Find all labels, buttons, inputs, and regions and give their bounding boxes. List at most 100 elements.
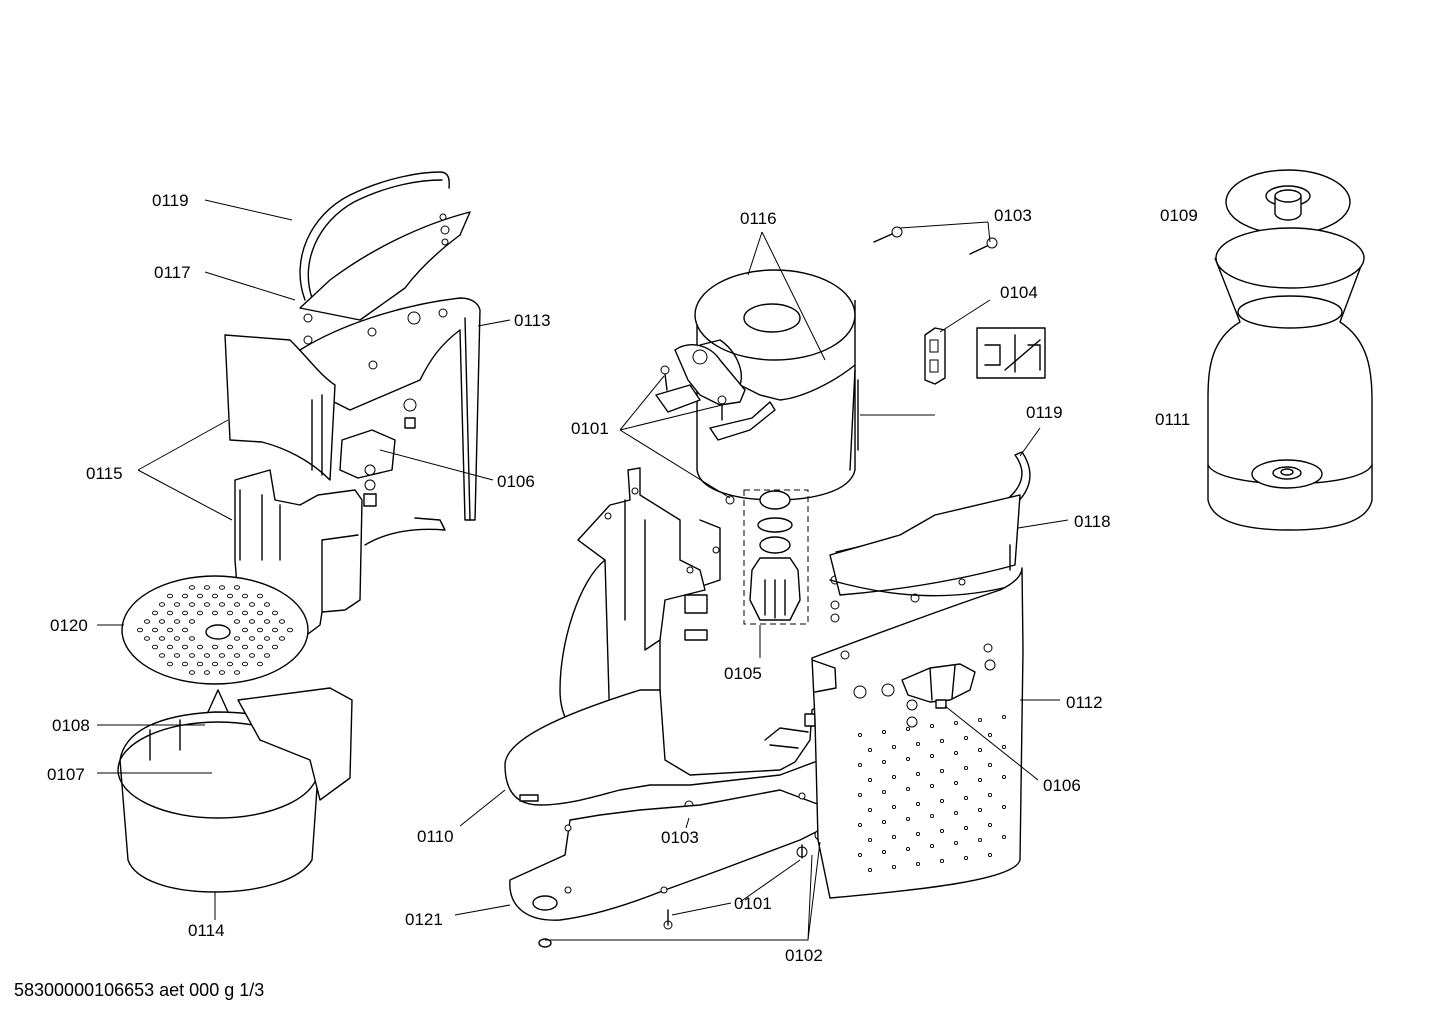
filter-hole [241,644,249,650]
filter-hole [181,644,189,650]
label-0108: 0108 [52,716,90,735]
right-tank-assembly [811,451,1031,899]
label-0109: 0109 [1160,206,1198,225]
filter-hole [203,602,211,607]
label-0101-top: 0101 [571,419,609,438]
filter-hole [173,602,181,607]
filter-hole [233,619,241,624]
filter-hole [151,627,159,633]
filter-hole [241,661,249,667]
filter-hole [263,602,271,607]
tank-perforation [939,828,945,834]
filter-hole [241,610,249,616]
filter-hole [211,661,219,667]
filter-hole [278,636,286,641]
filter-hole [181,610,189,616]
filter-hole [166,644,174,650]
tank-perforation [881,819,887,825]
filter-hole [196,661,204,667]
tank-perforation [963,795,969,801]
filter-hole [196,644,204,650]
filter-hole [256,661,264,667]
filter-hole [278,619,286,624]
tank-perforation [1001,834,1007,840]
tank-perforation [905,756,911,762]
tank-perforation [867,777,873,783]
part-0117-lid-plate [299,211,471,321]
label-0103-bottom: 0103 [661,828,699,847]
filter-hole [241,627,249,633]
filter-hole [203,653,211,658]
label-0112: 0112 [1066,693,1103,712]
filter-hole [158,636,166,641]
filter-hole [248,602,256,607]
label-0114: 0114 [188,921,225,940]
tank-perforation [1001,744,1007,750]
tank-perforation [953,720,959,726]
tank-perforation [987,792,993,798]
part-0111-carafe [1207,227,1373,531]
tank-perforation [857,852,863,858]
filter-hole [226,610,234,616]
part-0120-filter-disc [121,575,309,685]
tank-perforation [915,771,921,777]
tank-perforation [1001,714,1007,720]
tank-perforation [987,762,993,768]
part-labels: 0119 0117 0113 0115 0106 0120 0108 0107 … [47,191,1198,965]
part-0112-perforated-tank [811,567,1024,899]
filter-hole [233,670,241,675]
tank-perforation [881,729,887,735]
filter-hole [211,644,219,650]
tank-perforation [891,774,897,780]
filter-hole [256,644,264,650]
tank-perforation [963,855,969,861]
switch-symbol-icon [976,327,1046,379]
filter-hole [173,636,181,641]
tank-perforation [1001,804,1007,810]
document-id: 58300000106653 aet 000 g 1/3 [14,980,265,1000]
left-assembly [117,171,481,893]
filter-hole [151,644,159,650]
tank-perforation [953,780,959,786]
label-0103-top: 0103 [994,206,1032,225]
label-0117: 0117 [154,263,191,282]
tank-perforation [963,825,969,831]
filter-hole [233,602,241,607]
filter-hole [211,610,219,616]
part-0115-back-panel [224,334,336,481]
label-0110: 0110 [417,827,454,846]
screw-0103-top [873,226,998,255]
tank-perforation [987,732,993,738]
filter-hole [188,619,196,624]
tank-perforation [905,726,911,732]
label-0106-left: 0106 [497,472,535,491]
tank-perforation [977,777,983,783]
label-0107: 0107 [47,765,85,784]
tank-perforation [891,834,897,840]
filter-hole [196,610,204,616]
filter-hole [248,619,256,624]
filter-hole [218,670,226,675]
part-0101-mount-bracket [674,344,746,406]
filter-hole [203,670,211,675]
tank-perforation [929,783,935,789]
tank-perforation [857,732,863,738]
filter-hole [173,619,181,624]
filter-hole [211,593,219,599]
filter-hole [166,661,174,667]
tank-perforation [953,750,959,756]
label-0119-right: 0119 [1026,403,1063,422]
filter-hole [256,627,264,633]
tank-perforation [891,864,897,870]
tank-perforation [915,831,921,837]
filter-hole [226,661,234,667]
filter-hole [271,610,279,616]
filter-hole [218,602,226,607]
tank-perforation [977,717,983,723]
center-assembly [504,226,1046,948]
tank-perforation [915,861,921,867]
filter-hole [188,602,196,607]
filter-hole [181,593,189,599]
label-0105: 0105 [724,664,762,683]
filter-hole [263,653,271,658]
